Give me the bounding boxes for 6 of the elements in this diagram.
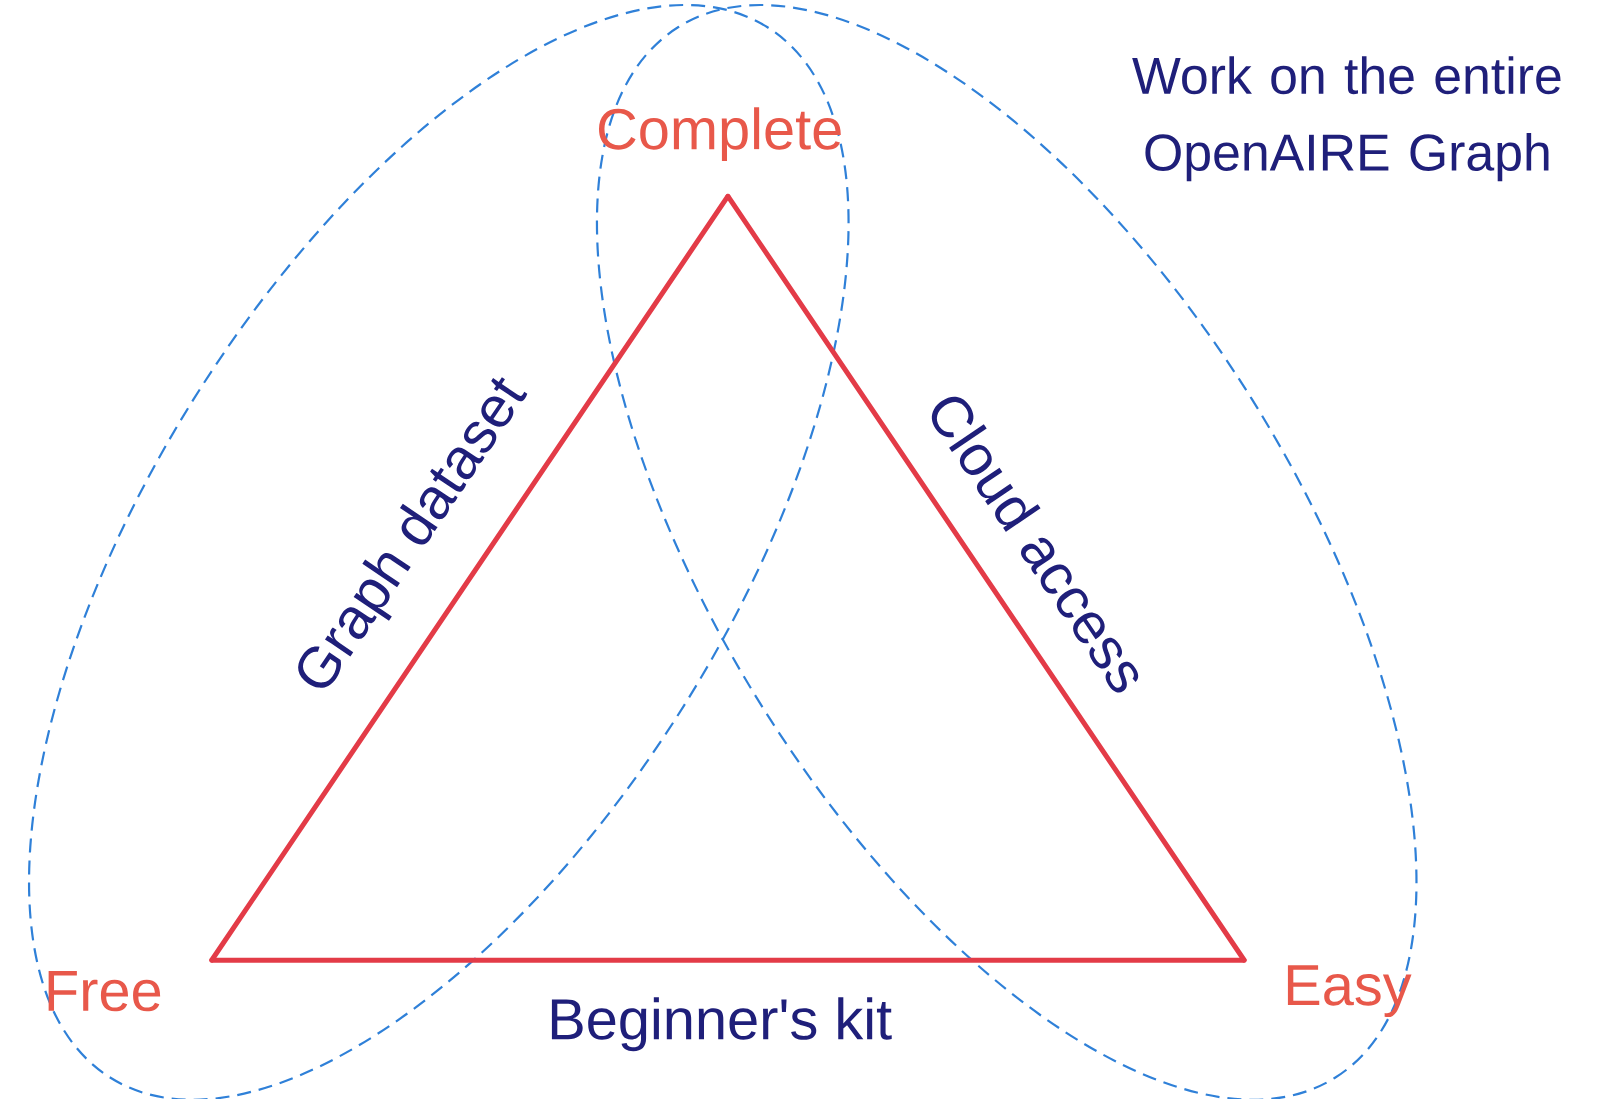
vertex-label: Easy xyxy=(1287,965,1412,1018)
triangle-side xyxy=(209,957,1247,963)
vertex-label: Free xyxy=(48,971,161,1012)
edge-label: Beginner's kit xyxy=(551,997,892,1052)
note-text: Work on the entire OpenAIRE Graph xyxy=(1132,56,1561,182)
triangle-side xyxy=(725,193,1247,963)
